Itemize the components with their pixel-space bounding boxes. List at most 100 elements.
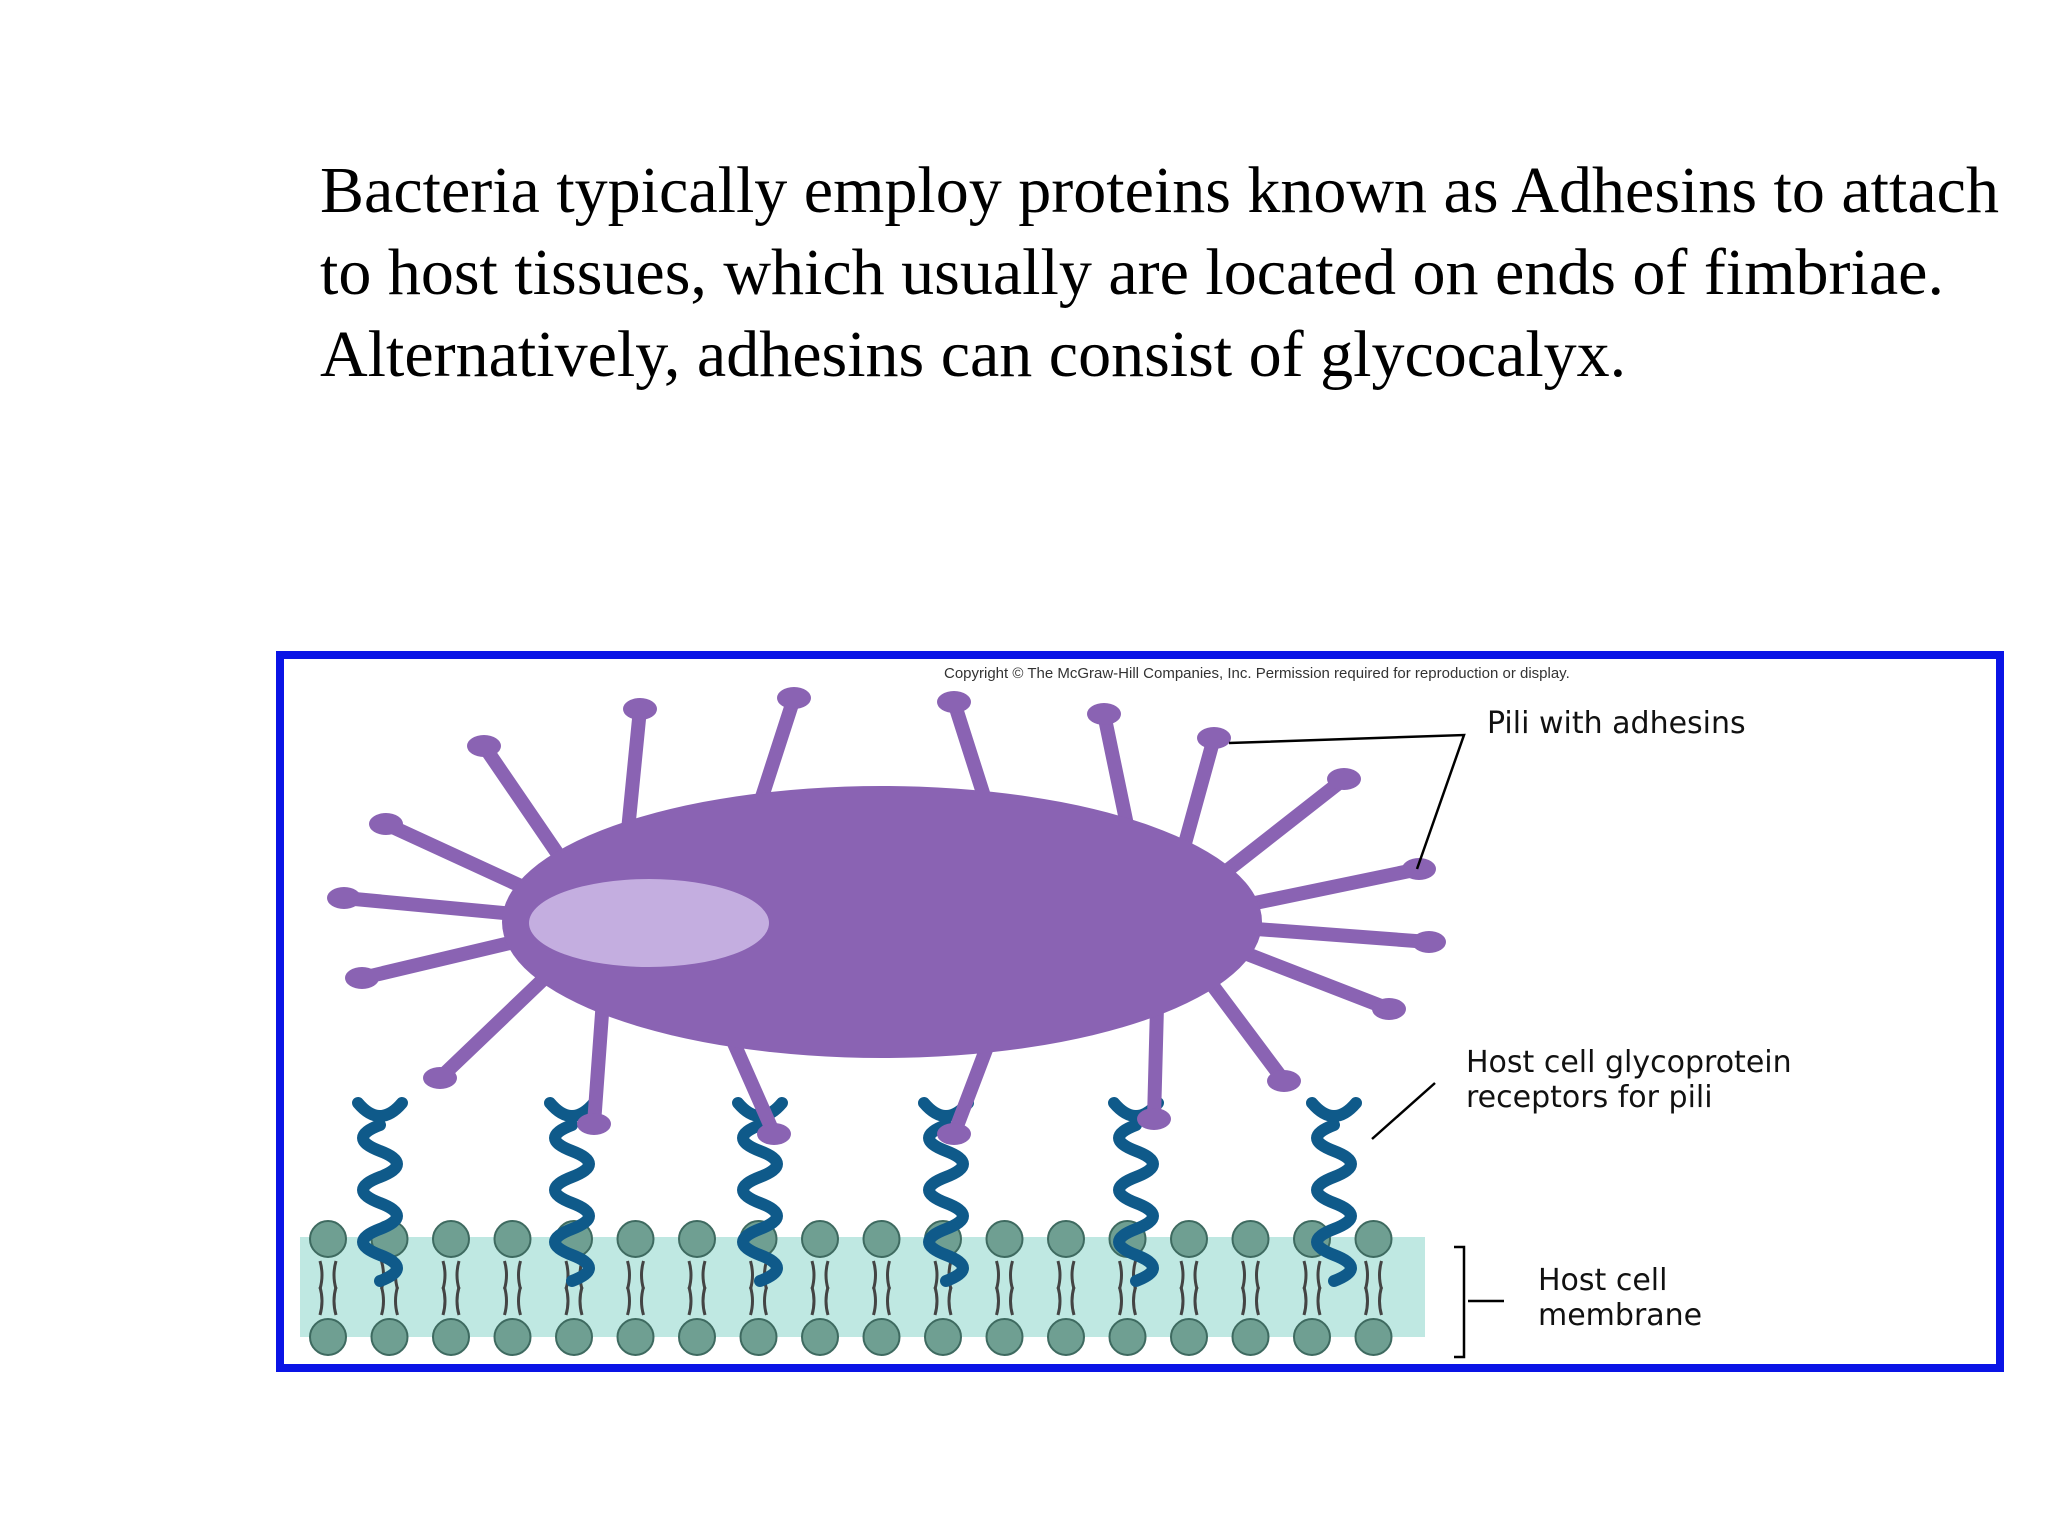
lipid-tail-top <box>1302 1260 1322 1290</box>
lipid-head-bottom <box>739 1318 778 1356</box>
adhesin-tip <box>423 1067 457 1089</box>
lipid-head-top <box>616 1220 655 1258</box>
lipid-head-bottom <box>1170 1318 1208 1356</box>
lipid-head-bottom <box>862 1318 901 1356</box>
adhesin-tip <box>577 1113 611 1135</box>
lipid-tail-top <box>318 1260 338 1290</box>
pilus <box>750 691 801 818</box>
label-membrane-line2: membrane <box>1538 1298 1702 1333</box>
lipid-head-top <box>1170 1220 1208 1258</box>
lipid-head-bottom <box>678 1318 716 1356</box>
adhesin-tip <box>777 687 811 709</box>
lipid-head-bottom <box>924 1318 962 1356</box>
lipid-tail-bottom <box>441 1286 461 1316</box>
lipid-tail-bottom <box>1241 1286 1260 1316</box>
lipid-tail-top <box>995 1260 1014 1290</box>
receptor-cup <box>352 1097 408 1122</box>
figure-frame: Copyright © The McGraw-Hill Companies, I… <box>276 651 2004 1372</box>
lipid-tail-top <box>1056 1260 1076 1290</box>
lipid-tail-bottom <box>1302 1286 1322 1316</box>
lipid-head-top <box>493 1220 532 1258</box>
lipid-head-top <box>1231 1220 1270 1258</box>
label-pili-with-adhesins: Pili with adhesins <box>1487 706 1746 741</box>
lipid-head-bottom <box>616 1318 655 1356</box>
adhesin-tip <box>327 887 361 909</box>
adhesin-tip <box>1137 1108 1171 1130</box>
lipid-head-bottom <box>1108 1318 1147 1356</box>
bacterial-adhesion-diagram: Copyright © The McGraw-Hill Companies, I… <box>300 665 1792 1359</box>
receptor-stalk <box>1311 1119 1357 1287</box>
lipid-tail-bottom <box>503 1286 522 1316</box>
lipid-tail-bottom <box>810 1286 830 1316</box>
receptor-stalk <box>923 1119 969 1287</box>
lipid-head-top <box>1354 1220 1393 1258</box>
lipid-head-bottom <box>1354 1318 1393 1356</box>
adhesin-tip <box>345 967 379 989</box>
lipid-tail-top <box>441 1260 461 1290</box>
pilus <box>947 695 995 815</box>
adhesin-tip <box>369 813 403 835</box>
lipid-tail-bottom <box>626 1286 645 1316</box>
lipid-tail-bottom <box>564 1286 584 1316</box>
receptor-cup <box>1306 1097 1362 1122</box>
lipid-tail-bottom <box>872 1286 891 1316</box>
paragraph-glycocalyx: Alternatively, adhesins can consist of g… <box>320 318 1627 391</box>
adhesin-tip <box>757 1123 791 1145</box>
lipid-head-top <box>678 1220 716 1258</box>
lipid-tail-top <box>1179 1260 1199 1290</box>
lipid-head-top <box>801 1220 839 1258</box>
lipid-head-bottom <box>309 1318 347 1356</box>
label-receptors-line1: Host cell glycoprotein <box>1466 1045 1792 1080</box>
lipid-head-bottom <box>1293 1318 1331 1356</box>
lipid-tail-bottom <box>380 1286 399 1316</box>
paragraph-adhesins: Bacteria typically employ proteins known… <box>320 154 1999 309</box>
lipid-head-top <box>309 1220 347 1258</box>
lipid-head-top <box>862 1220 901 1258</box>
lipid-head-bottom <box>370 1318 409 1356</box>
lipid-tail-top <box>1241 1260 1260 1290</box>
slide-text: Bacteria typically employ proteins known… <box>320 150 2020 396</box>
lipid-tail-bottom <box>933 1286 953 1316</box>
lipid-tail-top <box>687 1260 707 1290</box>
lipid-tail-bottom <box>1364 1286 1383 1316</box>
adhesin-tip <box>937 1123 971 1145</box>
lipid-tail-bottom <box>318 1286 338 1316</box>
lipid-head-bottom <box>432 1318 470 1356</box>
lipid-tail-bottom <box>749 1286 768 1316</box>
lipid-tail-top <box>872 1260 891 1290</box>
label-membrane-line1: Host cell <box>1538 1263 1667 1298</box>
lipid-head-bottom <box>985 1318 1024 1356</box>
lipid-head-bottom <box>555 1318 593 1356</box>
receptor-stalk <box>1113 1119 1159 1287</box>
label-receptors-line2: receptors for pili <box>1466 1080 1713 1115</box>
adhesin-tip <box>1412 931 1446 953</box>
adhesin-tip <box>937 691 971 713</box>
lipid-tail-bottom <box>1179 1286 1199 1316</box>
adhesin-tip <box>623 698 657 720</box>
lipid-head-bottom <box>801 1318 839 1356</box>
pilus <box>619 702 647 850</box>
lipid-head-bottom <box>493 1318 532 1356</box>
lipid-tail-bottom <box>687 1286 707 1316</box>
adhesin-tip <box>1197 727 1231 749</box>
bacterial-cell <box>502 786 1262 1058</box>
lipid-tail-top <box>503 1260 522 1290</box>
lipid-tail-bottom <box>995 1286 1014 1316</box>
adhesin-tip <box>1267 1070 1301 1092</box>
lipid-tail-top <box>626 1260 645 1290</box>
lipid-head-bottom <box>1047 1318 1085 1356</box>
pili-leader-line <box>1228 733 1466 870</box>
adhesin-tip <box>1327 768 1361 790</box>
adhesin-tip <box>1087 703 1121 725</box>
adhesin-tip <box>1402 858 1436 880</box>
receptor-leader-line <box>1371 1082 1436 1140</box>
nucleoid <box>529 879 769 967</box>
lipid-tails <box>318 1260 1383 1316</box>
lipid-head-top <box>1047 1220 1085 1258</box>
lipid-head-bottom <box>1231 1318 1270 1356</box>
leader-lines <box>1228 733 1504 1359</box>
receptor-stalk <box>549 1119 595 1287</box>
adhesin-tip <box>1372 998 1406 1020</box>
lipid-tail-top <box>810 1260 830 1290</box>
receptor-stalk <box>737 1119 783 1287</box>
